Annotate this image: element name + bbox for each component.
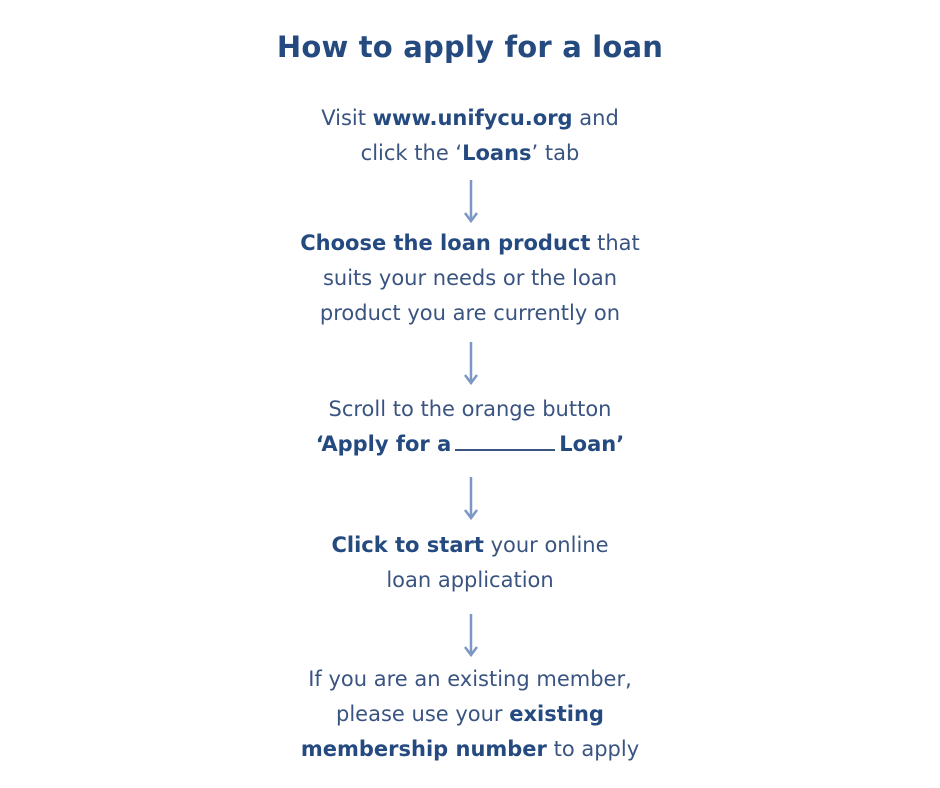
step-visit-website: Visit www.unifycu.org and click the ‘Loa…	[0, 101, 940, 171]
step-scroll-to-button: Scroll to the orange button ‘Apply for a…	[0, 392, 940, 462]
arrow-down-icon	[464, 180, 478, 224]
step-line: Choose the loan product that	[300, 231, 640, 255]
step-choose-product: Choose the loan product that suits your …	[0, 226, 940, 331]
step-existing-member: If you are an existing member, please us…	[0, 662, 940, 767]
step-line: membership number to apply	[300, 737, 640, 761]
step-line: suits your needs or the loan	[322, 266, 618, 290]
blank-line	[455, 431, 556, 451]
website-link-text: www.unifycu.org	[372, 106, 573, 130]
page-title: How to apply for a loan	[276, 30, 664, 64]
step-line: Click to start your online	[331, 533, 609, 557]
step-line: loan application	[386, 568, 554, 592]
step-start-application: Click to start your online loan applicat…	[0, 528, 940, 598]
step-line: Visit www.unifycu.org and	[321, 106, 619, 130]
step-line: product you are currently on	[319, 301, 621, 325]
arrow-down-icon	[464, 342, 478, 386]
arrow-down-icon	[464, 614, 478, 658]
arrow-down-icon	[464, 477, 478, 521]
step-line: please use your existing	[336, 702, 604, 726]
step-line: click the ‘Loans’ tab	[360, 141, 580, 165]
step-line: Scroll to the orange button	[328, 397, 612, 421]
step-line: If you are an existing member,	[308, 667, 632, 691]
